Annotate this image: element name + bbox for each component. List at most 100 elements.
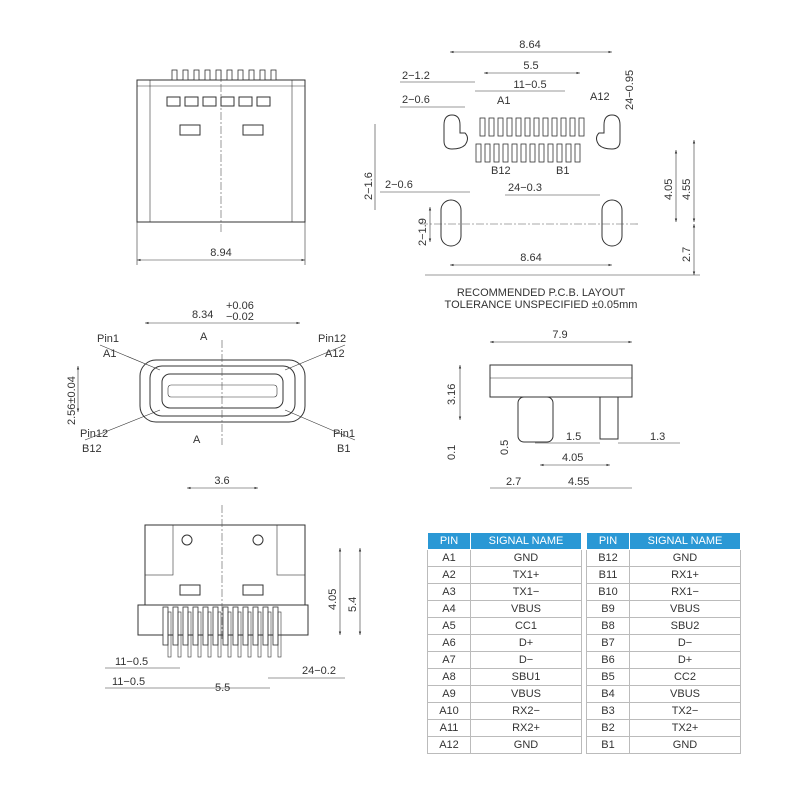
pin-cell: B2 <box>586 719 630 737</box>
pin-cell: A8 <box>427 668 471 686</box>
signal-cell: D+ <box>470 634 582 652</box>
pin-cell: B10 <box>586 583 630 601</box>
pin-cell: A3 <box>427 583 471 601</box>
front-pin1-top: Pin1 <box>97 333 119 345</box>
pcb-pad-b <box>538 143 545 163</box>
bottom-pin <box>252 606 259 646</box>
pin-cell: A9 <box>427 685 471 703</box>
front-b12: B12 <box>82 443 102 455</box>
signal-cell: D− <box>470 651 582 669</box>
bottom-pin-lead <box>177 611 182 658</box>
pcb-pad-b <box>484 143 491 163</box>
signal-cell: RX2+ <box>470 719 582 737</box>
bottom-pin <box>212 606 219 646</box>
signal-cell: D− <box>629 634 741 652</box>
pin-cell: B4 <box>586 685 630 703</box>
front-height-dim: 2.56±0.04 <box>66 376 78 425</box>
pcb-pad-b <box>475 143 482 163</box>
pcb-pad-b <box>493 143 500 163</box>
top-pin <box>259 69 266 81</box>
bottom-pin-lead <box>167 611 172 658</box>
pin-cell: A2 <box>427 566 471 584</box>
pcb-label-b12: B12 <box>491 165 511 177</box>
bottom-pin <box>232 606 239 646</box>
bottom-pin <box>272 606 279 646</box>
pcb-pad-a <box>560 117 567 137</box>
pin-cell: A10 <box>427 702 471 720</box>
top-pin <box>226 69 233 81</box>
signal-cell: GND <box>470 549 582 567</box>
pcb-pad-a <box>551 117 558 137</box>
signal-cell: GND <box>629 736 741 754</box>
top-pin <box>215 69 222 81</box>
bottom-pin-lead <box>207 611 212 658</box>
bottom-pin-lead <box>197 611 202 658</box>
pin-cell: B6 <box>586 651 630 669</box>
pcb-pad-b <box>565 143 572 163</box>
top-pin <box>182 69 189 81</box>
front-tol-minus: −0.02 <box>226 311 254 323</box>
top-slot <box>256 96 271 107</box>
pcb-pad-b <box>511 143 518 163</box>
side-dim-4-55: 4.55 <box>568 476 589 488</box>
pin-cell: A4 <box>427 600 471 618</box>
side-view: 7.9 3.16 0.1 0.5 1.5 1.3 4.05 2.7 4.55 <box>446 329 680 489</box>
top-pin <box>171 69 178 81</box>
pin-cell: A5 <box>427 617 471 635</box>
bottom-pin-lead <box>257 611 262 658</box>
top-slot <box>202 96 217 107</box>
side-dim-1-5: 1.5 <box>566 431 581 443</box>
side-dim-3-16: 3.16 <box>446 384 458 405</box>
signal-cell: CC2 <box>629 668 741 686</box>
pcb-dim-2-1-6: 2−1.6 <box>363 172 375 200</box>
signal-cell: TX2+ <box>629 719 741 737</box>
pcb-dim-24-0-3: 24−0.3 <box>508 182 542 194</box>
top-slot <box>220 96 235 107</box>
pin-cell: A12 <box>427 736 471 754</box>
pcb-pad-a <box>542 117 549 137</box>
signal-cell: SBU2 <box>629 617 741 635</box>
pcb-pad-b <box>529 143 536 163</box>
pcb-dim-2-0-6-bottom: 2−0.6 <box>385 179 413 191</box>
pcb-dim-5-5: 5.5 <box>523 60 538 72</box>
signal-cell: VBUS <box>470 685 582 703</box>
pcb-pad-a <box>578 117 585 137</box>
pcb-dim-2-1-9: 2−1.9 <box>417 218 429 246</box>
signal-cell: TX1− <box>470 583 582 601</box>
front-pin1-bottom: Pin1 <box>333 428 355 440</box>
signal-cell: CC1 <box>470 617 582 635</box>
pin-cell: B5 <box>586 668 630 686</box>
bottom-pin-lead <box>267 611 272 658</box>
front-a12: A12 <box>325 348 345 360</box>
bottom-dim-11-b: 11−0.5 <box>112 676 145 688</box>
top-slot <box>238 96 253 107</box>
signal-header: SIGNAL NAME <box>629 532 741 550</box>
signal-cell: VBUS <box>470 600 582 618</box>
pcb-dim-11-0-5: 11−0.5 <box>513 79 546 91</box>
pcb-label-a1: A1 <box>497 95 510 107</box>
bottom-dim-3-6: 3.6 <box>214 475 229 487</box>
section-label-bottom: A <box>193 434 201 446</box>
bottom-pin-lead <box>217 611 222 658</box>
bottom-dim-5-4: 5.4 <box>347 597 359 612</box>
top-pin <box>193 69 200 81</box>
pcb-pad-b <box>547 143 554 163</box>
pin-cell: B7 <box>586 634 630 652</box>
pcb-pad-a <box>488 117 495 137</box>
side-dim-0-1: 0.1 <box>446 445 458 460</box>
bottom-pin-lead <box>247 611 252 658</box>
bottom-pin <box>262 606 269 646</box>
pcb-caption-1: RECOMMENDED P.C.B. LAYOUT <box>457 287 626 299</box>
front-b1: B1 <box>337 443 350 455</box>
signal-cell: VBUS <box>629 685 741 703</box>
